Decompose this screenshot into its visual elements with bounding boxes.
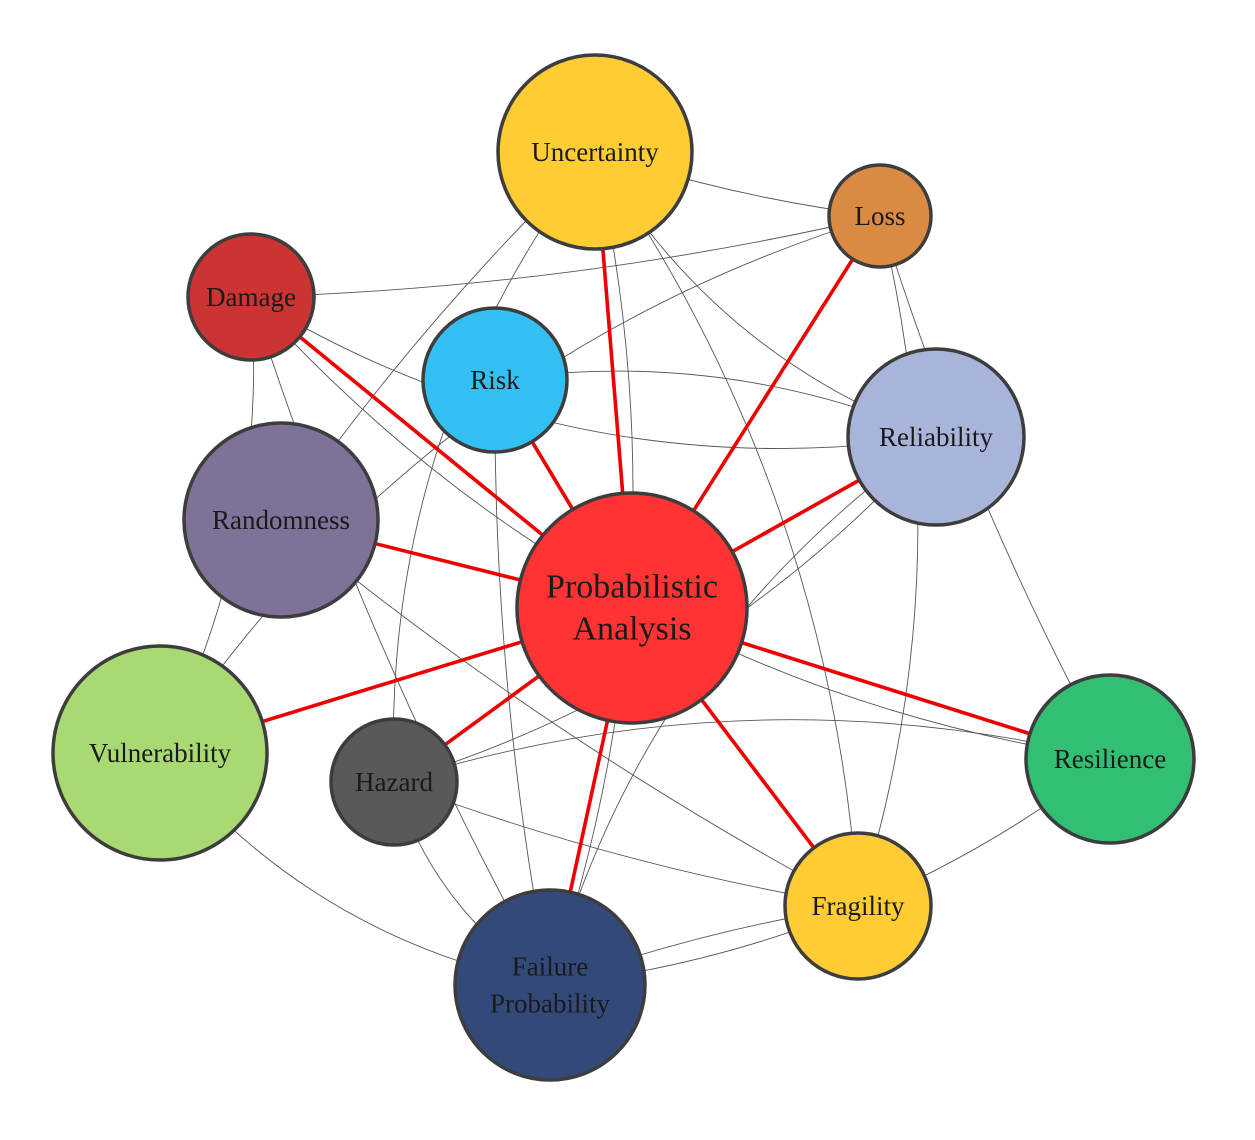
node-randomness: Randomness — [182, 421, 380, 619]
node-resilience-label: Resilience — [1054, 744, 1166, 774]
node-loss: Loss — [827, 163, 933, 269]
node-fragility: Fragility — [783, 831, 933, 981]
node-loss-label: Loss — [854, 201, 905, 231]
link-damage-loss — [250, 215, 881, 298]
link-damage-reliability — [250, 296, 937, 449]
node-reliability: Reliability — [846, 347, 1026, 527]
node-failure-label: Probability — [490, 989, 610, 1019]
link-damage-failure — [250, 296, 551, 986]
node-vulnerability-circle — [51, 644, 269, 862]
node-resilience: Resilience — [1024, 673, 1196, 845]
node-pa-circle — [515, 491, 749, 725]
node-pa-label: Analysis — [573, 611, 692, 648]
concept-nodes: UncertaintyLossDamageRiskReliabilityRand… — [51, 53, 1196, 1082]
node-uncertainty-circle — [496, 53, 694, 251]
node-risk-circle — [421, 306, 569, 454]
node-risk-label: Risk — [470, 365, 520, 395]
node-fragility-circle — [783, 831, 933, 981]
node-hazard-label: Hazard — [355, 767, 433, 797]
node-reliability-circle — [846, 347, 1026, 527]
node-loss-circle — [827, 163, 933, 269]
node-hazard-circle — [329, 717, 459, 847]
node-resilience-circle — [1024, 673, 1196, 845]
node-failure-circle — [453, 888, 647, 1082]
link-randomness-fragility — [280, 519, 859, 907]
link-loss-fragility — [857, 215, 919, 907]
node-pa-label: Probabilistic — [546, 569, 718, 606]
node-randomness-label: Randomness — [212, 505, 350, 535]
node-vulnerability: Vulnerability — [51, 644, 269, 862]
node-damage: Damage — [186, 232, 316, 362]
node-fragility-label: Fragility — [812, 891, 905, 921]
node-vulnerability-label: Vulnerability — [89, 738, 232, 768]
node-uncertainty-label: Uncertainty — [531, 137, 659, 167]
link-hazard-resilience — [393, 719, 1111, 783]
node-randomness-circle — [182, 421, 380, 619]
node-failure-label: Failure — [512, 952, 588, 982]
node-damage-circle — [186, 232, 316, 362]
node-damage-label: Damage — [206, 282, 296, 312]
node-hazard: Hazard — [329, 717, 459, 847]
link-uncertainty-fragility — [594, 151, 859, 907]
node-reliability-label: Reliability — [879, 422, 993, 452]
node-uncertainty: Uncertainty — [496, 53, 694, 251]
node-risk: Risk — [421, 306, 569, 454]
